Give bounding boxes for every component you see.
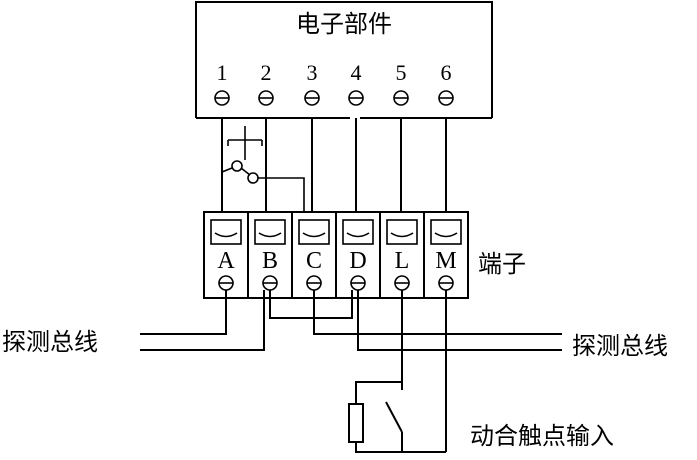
pin-screw-icon [214, 90, 230, 106]
terminal-screw-icon [306, 275, 322, 291]
right-bus-wire-1 [313, 290, 562, 335]
contact-input-circuit [348, 290, 447, 453]
pin-number-6: 6 [441, 60, 452, 85]
pin-number-2: 2 [261, 60, 272, 85]
terminal-screw-icon [262, 275, 278, 291]
switch-contact-icon [385, 401, 403, 433]
terminal-screw-icon [350, 275, 366, 291]
right-bus-label: 探测总线 [572, 332, 668, 360]
electronic-part-outline [195, 1, 493, 118]
pin-screw-icon [438, 90, 454, 106]
terminal-clamp-icon [298, 219, 330, 245]
terminal-screw-icon [438, 275, 454, 291]
terminal-letter-B: B [262, 248, 278, 274]
switch-contact-icon [231, 160, 243, 172]
contact-input-label: 动合触点输入 [470, 422, 614, 450]
link-switch [221, 126, 305, 212]
wire-from-resistor [355, 442, 402, 453]
pin-numbers: 1 2 3 4 5 6 [217, 60, 452, 85]
terminal-letter-D: D [349, 248, 366, 274]
terminal-clamp-icon [210, 219, 242, 245]
terminal-clamp-icon [430, 219, 462, 245]
left-bus-wire-2 [140, 290, 265, 351]
terminal-clamp-icon [342, 219, 374, 245]
pin-number-3: 3 [307, 60, 318, 85]
terminal-screw-icon [394, 275, 410, 291]
right-bus-wire-2 [357, 290, 562, 351]
terminal-letter-C: C [306, 248, 322, 274]
link-B-D [269, 290, 353, 319]
terminal-letter-L: L [395, 248, 410, 274]
terminal-clamp-icon [386, 219, 418, 245]
pin-number-5: 5 [396, 60, 407, 85]
pin-screw-icon [393, 90, 409, 106]
resistor-icon [348, 403, 364, 443]
pin-screws [214, 90, 454, 106]
pin-screw-icon [348, 90, 364, 106]
terminal-clamp-icon [254, 219, 286, 245]
pin-number-4: 4 [351, 60, 362, 85]
terminal-block-label: 端子 [478, 250, 526, 278]
left-bus-label: 探测总线 [2, 328, 98, 356]
left-bus-wire-1 [140, 290, 227, 335]
terminal-block: A B C D L M 端子 [203, 211, 526, 299]
switch-to-terminal-C [258, 177, 305, 212]
terminal-letters: A B C D L M [217, 248, 456, 274]
pin-screw-icon [258, 90, 274, 106]
electronic-part-title: 电子部件 [296, 10, 392, 38]
pin-screw-icon [304, 90, 320, 106]
terminal-letter-M: M [435, 248, 456, 274]
pin-to-terminal-wires [221, 118, 447, 212]
pin-number-1: 1 [217, 60, 228, 85]
terminal-screw-icon [218, 275, 234, 291]
terminal-clamps [210, 219, 462, 245]
terminal-letter-A: A [217, 248, 235, 274]
bus-wiring [140, 290, 562, 351]
wire-to-resistor [355, 381, 402, 404]
